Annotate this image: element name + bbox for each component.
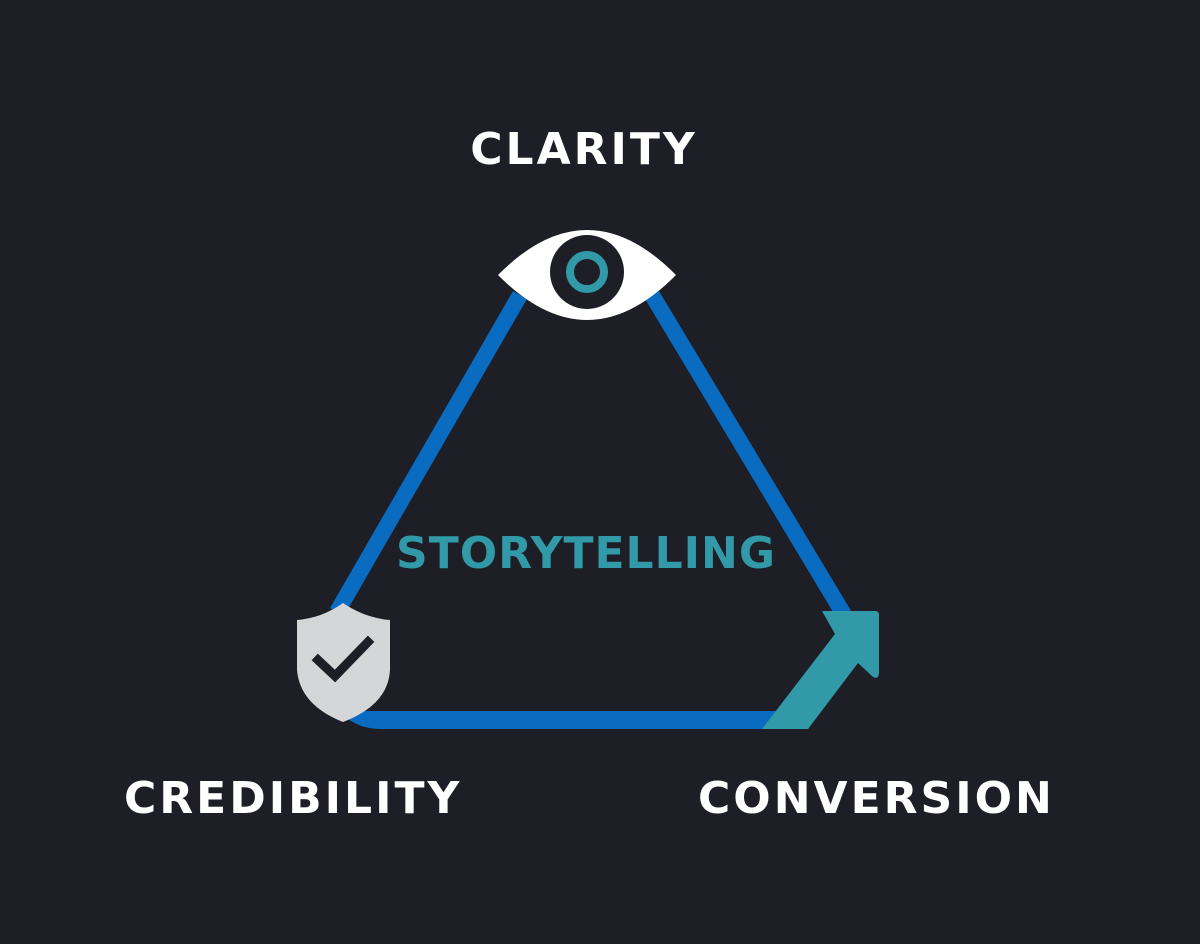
arrow-up-right-icon [762, 611, 879, 729]
clarity-label: CLARITY [470, 124, 698, 175]
shield-check-icon [297, 603, 390, 722]
storytelling-label: STORYTELLING [396, 528, 776, 579]
edge-credibility-conversion [344, 711, 780, 729]
conversion-label: CONVERSION [698, 773, 1055, 824]
edge-clarity-conversion [645, 290, 853, 623]
credibility-label: CREDIBILITY [124, 773, 463, 824]
eye-icon [498, 230, 676, 320]
edge-clarity-credibility [330, 291, 527, 616]
